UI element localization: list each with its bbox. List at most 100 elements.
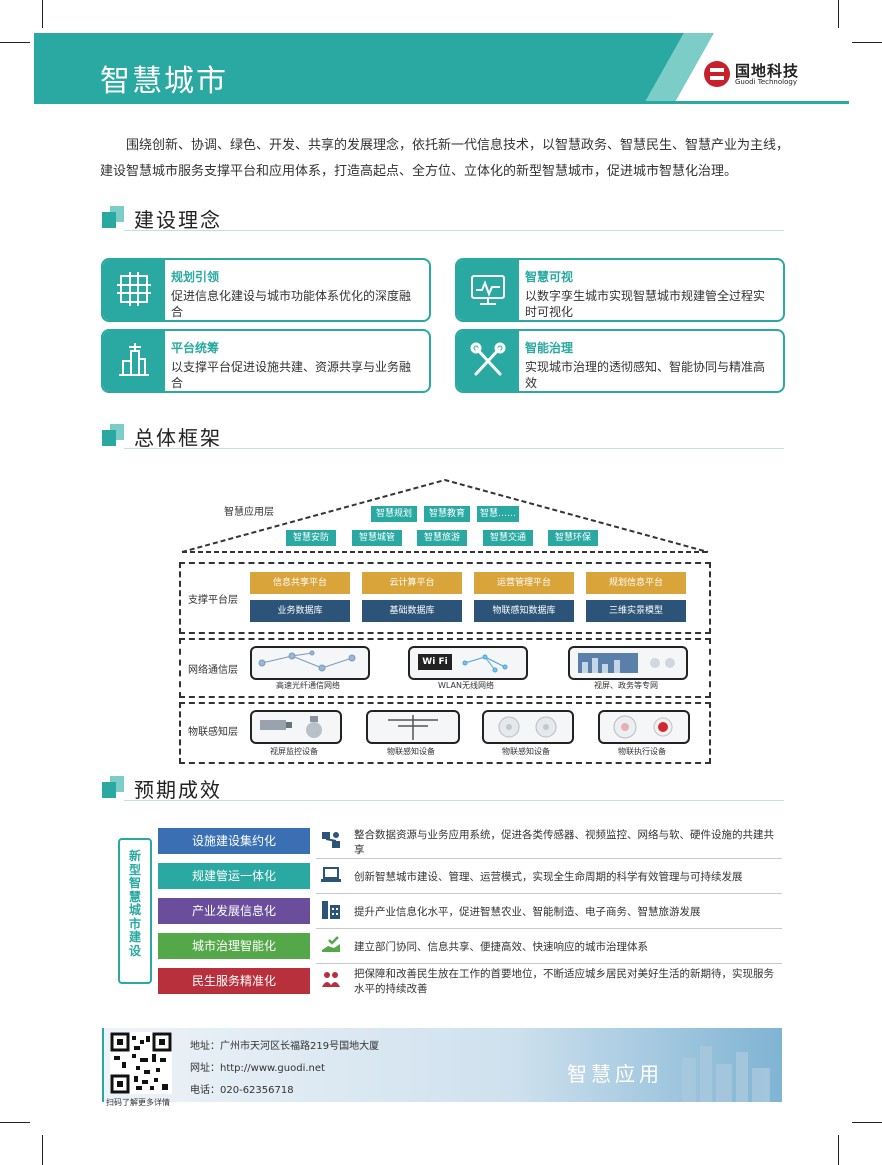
network-icon: [322, 832, 340, 848]
device-caption: 视屏监控设备: [270, 747, 318, 756]
network-layer-label: 网络通信层: [188, 665, 238, 676]
platform-block: 规划信息平台: [586, 572, 686, 594]
concept-desc: 以支撑平台促进设施共建、资源共享与业务融合: [171, 360, 412, 390]
footer-band: [102, 1028, 782, 1102]
qr-code[interactable]: [110, 1032, 172, 1094]
crop-mark: [852, 1122, 882, 1123]
vertical-label-char: 新: [128, 849, 141, 863]
app-chip: 智慧……: [477, 506, 519, 522]
outcome-text: 把保障和改善民生放在工作的首要地位，不断适应城乡居民对美好生活的新期待，实现服务…: [354, 968, 774, 995]
vertical-label-char: 智: [128, 876, 141, 890]
app-chip: 智慧规划: [371, 506, 417, 522]
company-logo-icon: [704, 61, 730, 87]
platform-block: 云计算平台: [362, 572, 462, 594]
footer-accent: [102, 1028, 104, 1102]
device-caption: 物联感知设备: [387, 747, 435, 756]
row-divider: [316, 893, 782, 894]
network-caption: WLAN无线网络: [437, 681, 494, 690]
app-layer-label: 智慧应用层: [224, 507, 274, 518]
outcome-pill: 设施建设集约化: [158, 828, 310, 854]
crop-mark: [838, 0, 839, 28]
iot-layer: [179, 702, 711, 764]
device-caption: 物联执行设备: [618, 747, 666, 756]
support-layer-label: 支撑平台层: [188, 595, 238, 606]
app-layer-roof: [181, 478, 709, 553]
concept-title: 规划引领: [171, 270, 220, 284]
people-icon: [322, 972, 340, 987]
outcome-text: 建立部门协同、信息共享、便捷高效、快速响应的城市治理体系: [354, 941, 648, 953]
footer-phone: 电话：020-62356718: [190, 1085, 294, 1096]
outcome-pill: 城市治理智能化: [158, 933, 310, 959]
database-block: 三维实景模型: [586, 600, 686, 622]
platform-block: 信息共享平台: [250, 572, 350, 594]
outcome-pill: 民生服务精准化: [158, 968, 310, 994]
footer-slogan: 智慧应用: [567, 1062, 663, 1086]
outcome-pill: 规建管运一体化: [158, 863, 310, 889]
wifi-icon: Wi Fi: [418, 654, 452, 670]
tools-icon: [457, 331, 519, 391]
concept-card: 规划引领 促进信息化建设与城市功能体系优化的深度融合: [101, 258, 431, 322]
database-block: 物联感知数据库: [474, 600, 574, 622]
iot-layer-label: 物联感知层: [188, 727, 238, 738]
weather-station-image: [366, 710, 460, 744]
database-block: 业务数据库: [250, 600, 350, 622]
logo-subtitle: Guodi Technology: [735, 78, 797, 86]
outcome-text: 提升产业信息化水平，促进智慧农业、智能制造、电子商务、智慧旅游发展: [354, 906, 701, 918]
concept-card: 智能治理 实现城市治理的透彻感知、智能协同与精准高效: [455, 329, 785, 393]
vertical-label-char: 型: [128, 862, 141, 877]
concept-desc: 以数字孪生城市实现智慧城市规建管全过程实时可视化: [525, 289, 766, 319]
outcome-text: 整合数据资源与业务应用系统，促进各类传感器、视频监控、网络与软、硬件设施的共建共…: [354, 829, 774, 856]
vertical-label-char: 建: [128, 930, 141, 944]
crop-mark: [838, 1135, 839, 1165]
app-chip: 智慧城管: [352, 530, 402, 546]
footer-address: 地址：广州市天河区长福路219号国地大厦: [190, 1041, 380, 1052]
section-title: 总体框架: [134, 426, 222, 450]
section-header-outcomes: 预期成效: [102, 774, 784, 802]
network-layer: [179, 638, 711, 698]
vertical-label-char: 慧: [128, 889, 141, 904]
laptop-icon: [321, 867, 341, 882]
concept-card: 智慧可视 以数字孪生城市实现智慧城市规建管全过程实时可视化: [455, 258, 785, 322]
network-diagram-image: [250, 646, 370, 680]
crop-mark: [852, 42, 882, 43]
concept-card: 平台统筹 以支撑平台促进设施共建、资源共享与业务融合: [101, 329, 431, 393]
network-caption: 高速光纤通信网络: [276, 681, 340, 690]
vertical-label-char: 设: [128, 943, 141, 958]
private-network-image: [568, 646, 688, 680]
concept-title: 平台统筹: [171, 341, 220, 355]
app-chip: 智慧安防: [286, 530, 336, 546]
concept-title: 智慧可视: [525, 270, 574, 284]
wlan-image: Wi Fi: [408, 646, 528, 680]
app-chip: 智慧交通: [483, 530, 533, 546]
vertical-label-char: 市: [128, 916, 141, 931]
network-caption: 视屏、政务等专网: [594, 681, 658, 690]
row-divider: [316, 928, 782, 929]
outcome-text: 创新智慧城市建设、管理、运营模式，实现全生命周期的科学有效管理与可持续发展: [354, 871, 743, 883]
sensor-image: [482, 710, 574, 744]
support-layer: [179, 562, 711, 634]
row-divider: [316, 858, 782, 859]
database-block: 基础数据库: [362, 600, 462, 622]
row-divider: [316, 963, 782, 964]
crop-mark: [42, 1135, 43, 1165]
intro-paragraph: 围绕创新、协调、绿色、开发、共享的发展理念，依托新一代信息技术，以智慧政务、智慧…: [100, 138, 790, 179]
footer-website[interactable]: 网址：http://www.guodi.net: [190, 1063, 325, 1074]
vertical-label-char: 城: [128, 903, 141, 917]
platform-block: 运营管理平台: [474, 572, 574, 594]
outcome-pill: 产业发展信息化: [158, 898, 310, 924]
app-chip: 智慧旅游: [417, 530, 467, 546]
vertical-label: 新型智慧城市建设: [120, 840, 150, 958]
section-title: 建设理念: [134, 208, 222, 232]
app-chip: 智慧教育: [424, 506, 470, 522]
camera-image: [250, 710, 342, 744]
vertical-label-box: 新型智慧城市建设: [118, 838, 152, 984]
logo-name: 国地科技: [735, 62, 800, 80]
section-header-concept: 建设理念: [102, 204, 784, 232]
app-chip: 智慧环保: [548, 530, 598, 546]
concept-desc: 促进信息化建设与城市功能体系优化的深度融合: [171, 289, 412, 319]
monitor-icon: [457, 260, 519, 320]
concept-desc: 实现城市治理的透彻感知、智能协同与精准高效: [525, 360, 766, 390]
crop-mark: [0, 1122, 30, 1123]
factory-icon: [322, 901, 340, 919]
device-caption: 物联感知设备: [502, 747, 550, 756]
